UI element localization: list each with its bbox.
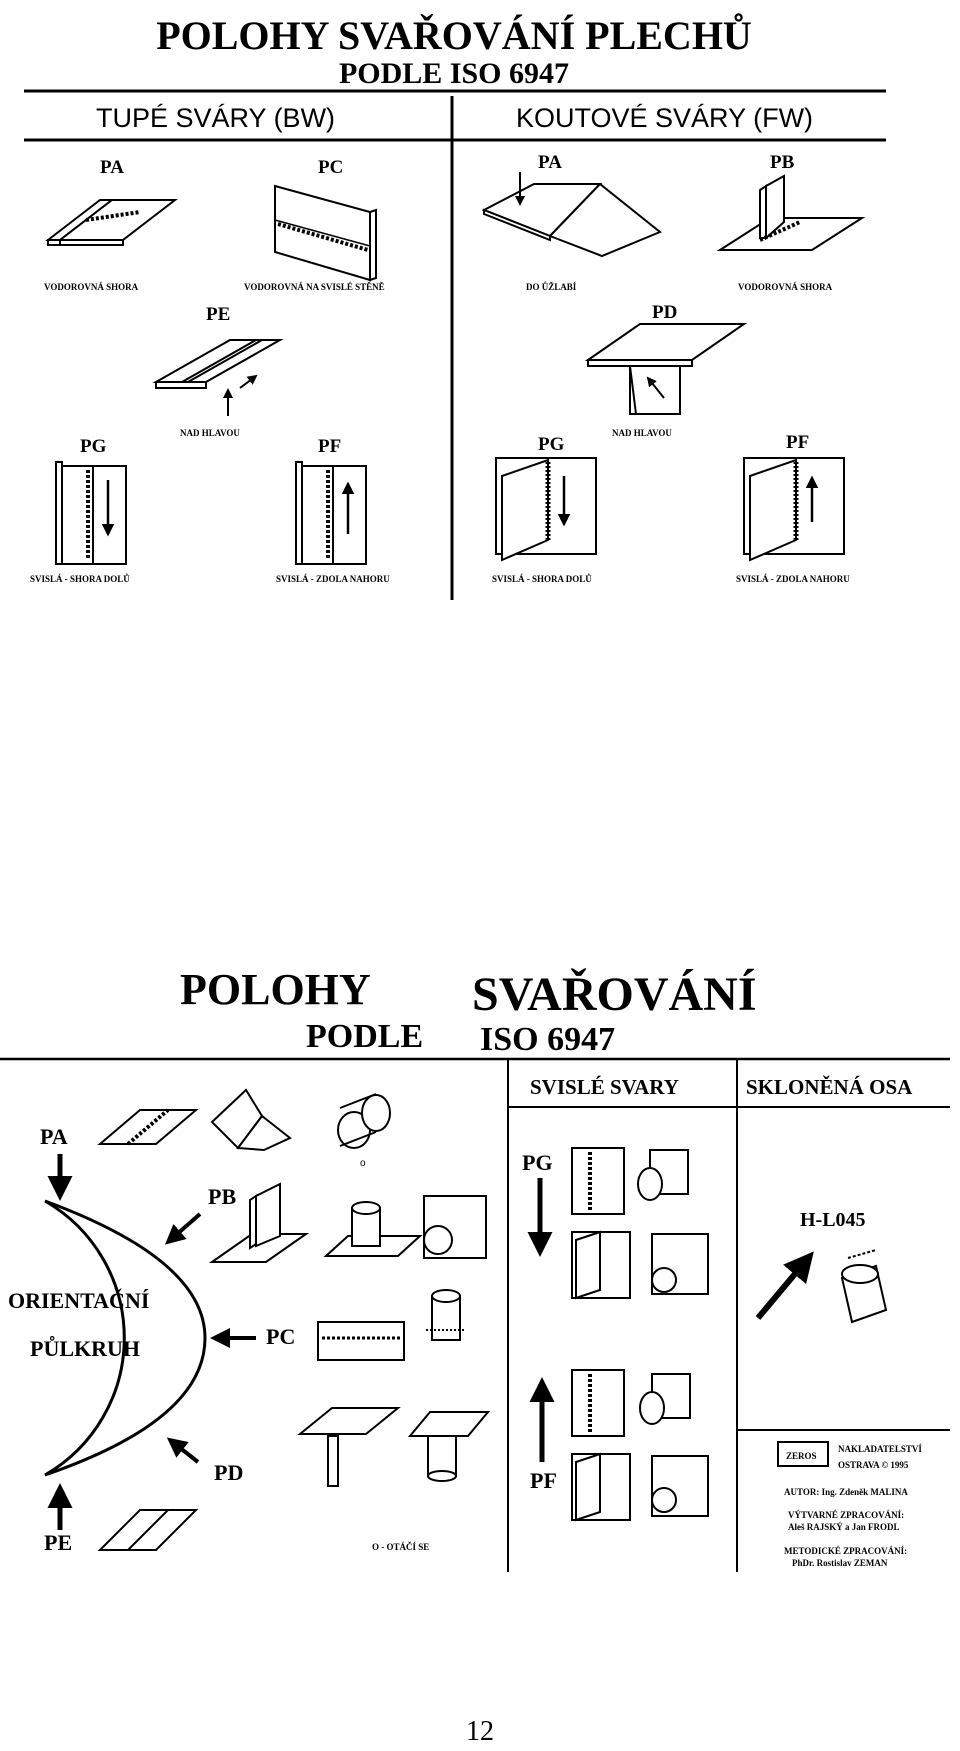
butt-welds-header: TUPÉ SVÁRY (BW) (96, 103, 335, 133)
bottom-pg-label: PG (522, 1150, 553, 1175)
butt-pf-drawing (295, 461, 367, 565)
bottom-pb-label: PB (208, 1184, 236, 1209)
bottom-pd-arrow (166, 1437, 200, 1464)
fillet-pg-drawing (495, 457, 597, 562)
bottom-pb-plates (208, 1182, 487, 1263)
fillet-pa-label: PA (538, 152, 562, 173)
butt-pe-caption: NAD HLAVOU (180, 428, 240, 438)
bottom-pd-plates (297, 1407, 491, 1487)
fillet-pd-label: PD (652, 302, 677, 323)
fillet-pd-arrow (646, 376, 665, 399)
author-credit: AUTOR: Ing. Zdeněk MALINA (784, 1487, 908, 1497)
bottom-subtitle-podle: PODLE (306, 1018, 423, 1055)
fillet-pa-drawing (481, 182, 662, 258)
butt-pf-label: PF (318, 436, 341, 457)
art-credit-2: Aleš RAJSKÝ a Jan FRODL (788, 1522, 900, 1532)
butt-pe-drawing (152, 339, 284, 389)
fillet-pf-drawing (743, 457, 845, 562)
publisher-name: NAKLADATELSTVÍ (838, 1444, 922, 1454)
bottom-subtitle-iso: ISO 6947 (480, 1021, 615, 1058)
top-subtitle: PODLE ISO 6947 (339, 57, 569, 90)
bottom-pc-plates (317, 1289, 466, 1361)
butt-pc-label: PC (318, 157, 343, 178)
bottom-pe-plates (97, 1509, 199, 1551)
butt-pc-caption: VODOROVNÁ NA SVISLÉ STĚNĚ (244, 282, 385, 292)
butt-pa-label: PA (100, 157, 124, 178)
butt-pc-drawing (274, 184, 377, 282)
fillet-pf-caption: SVISLÁ - ZDOLA NAHORU (736, 574, 850, 584)
butt-pg-drawing (55, 461, 127, 565)
bottom-pd-label: PD (214, 1460, 243, 1485)
bottom-title-polohy: POLOHY (180, 965, 371, 1014)
orientation-semicircle (44, 1199, 126, 1477)
hl-arrow (755, 1251, 814, 1320)
fillet-pd-drawing (584, 323, 748, 415)
butt-pa-caption: VODOROVNÁ SHORA (44, 282, 139, 292)
fillet-pg-caption: SVISLÁ - SHORA DOLŮ (492, 574, 592, 584)
bottom-pe-label: PE (44, 1530, 72, 1555)
fillet-pa-caption: DO ŮŽLABÍ (526, 282, 577, 292)
method-credit-1: METODICKÉ ZPRACOVÁNÍ: (784, 1546, 907, 1556)
bottom-pc-label: PC (266, 1324, 295, 1349)
art-credit-1: VÝTVARNÉ ZPRACOVÁNÍ: (788, 1510, 904, 1520)
orientation-semicircle-arc (44, 1199, 207, 1477)
orientation-label-1: ORIENTAČNÍ (8, 1288, 149, 1313)
fillet-pb-caption: VODOROVNÁ SHORA (738, 282, 833, 292)
publisher-logo: ZEROS (777, 1441, 829, 1467)
page-number: 12 (466, 1716, 494, 1747)
top-title: POLOHY SVAŘOVÁNÍ PLECHŮ (156, 12, 752, 58)
butt-pg-label: PG (80, 436, 107, 457)
fillet-pb-drawing (716, 174, 866, 251)
hl-label: H-L045 (800, 1209, 866, 1231)
fillet-pf-label: PF (786, 432, 809, 453)
fillet-welds-header: KOUTOVÉ SVÁRY (FW) (516, 103, 813, 133)
bottom-pf-label: PF (530, 1468, 557, 1493)
bottom-title-svarovani: SVAŘOVÁNÍ (472, 967, 757, 1021)
fillet-pg-label: PG (538, 434, 565, 455)
inclined-axis-header: SKLONĚNÁ OSA (746, 1075, 913, 1099)
bottom-pa-label: PA (40, 1124, 68, 1149)
vertical-welds-header: SVISLÉ SVARY (530, 1075, 679, 1099)
butt-pg-caption: SVISLÁ - SHORA DOLŮ (30, 574, 130, 584)
rotates-note: O - OTÁČÍ SE (372, 1542, 429, 1552)
butt-pa-drawing (45, 199, 178, 246)
fillet-pd-caption: NAD HLAVOU (612, 428, 672, 438)
svg-text:ZEROS: ZEROS (786, 1451, 817, 1461)
butt-pe-label: PE (206, 304, 230, 325)
hl-pipe-drawing (840, 1249, 888, 1324)
orientation-label-2: PŮLKRUH (30, 1336, 140, 1361)
butt-pe-arrow-2 (239, 374, 258, 389)
butt-pf-caption: SVISLÁ - ZDOLA NAHORU (276, 574, 390, 584)
bottom-pg-drawings (571, 1147, 709, 1300)
publisher-year: OSTRAVA © 1995 (838, 1460, 909, 1470)
fillet-pb-label: PB (770, 152, 795, 173)
bottom-pa-plates: o (97, 1088, 391, 1169)
bottom-pb-arrow (164, 1212, 202, 1245)
bottom-pf-drawings (571, 1369, 709, 1522)
svg-text:o: o (360, 1158, 366, 1169)
method-credit-2: PhDr. Rostislav ZEMAN (792, 1558, 888, 1568)
